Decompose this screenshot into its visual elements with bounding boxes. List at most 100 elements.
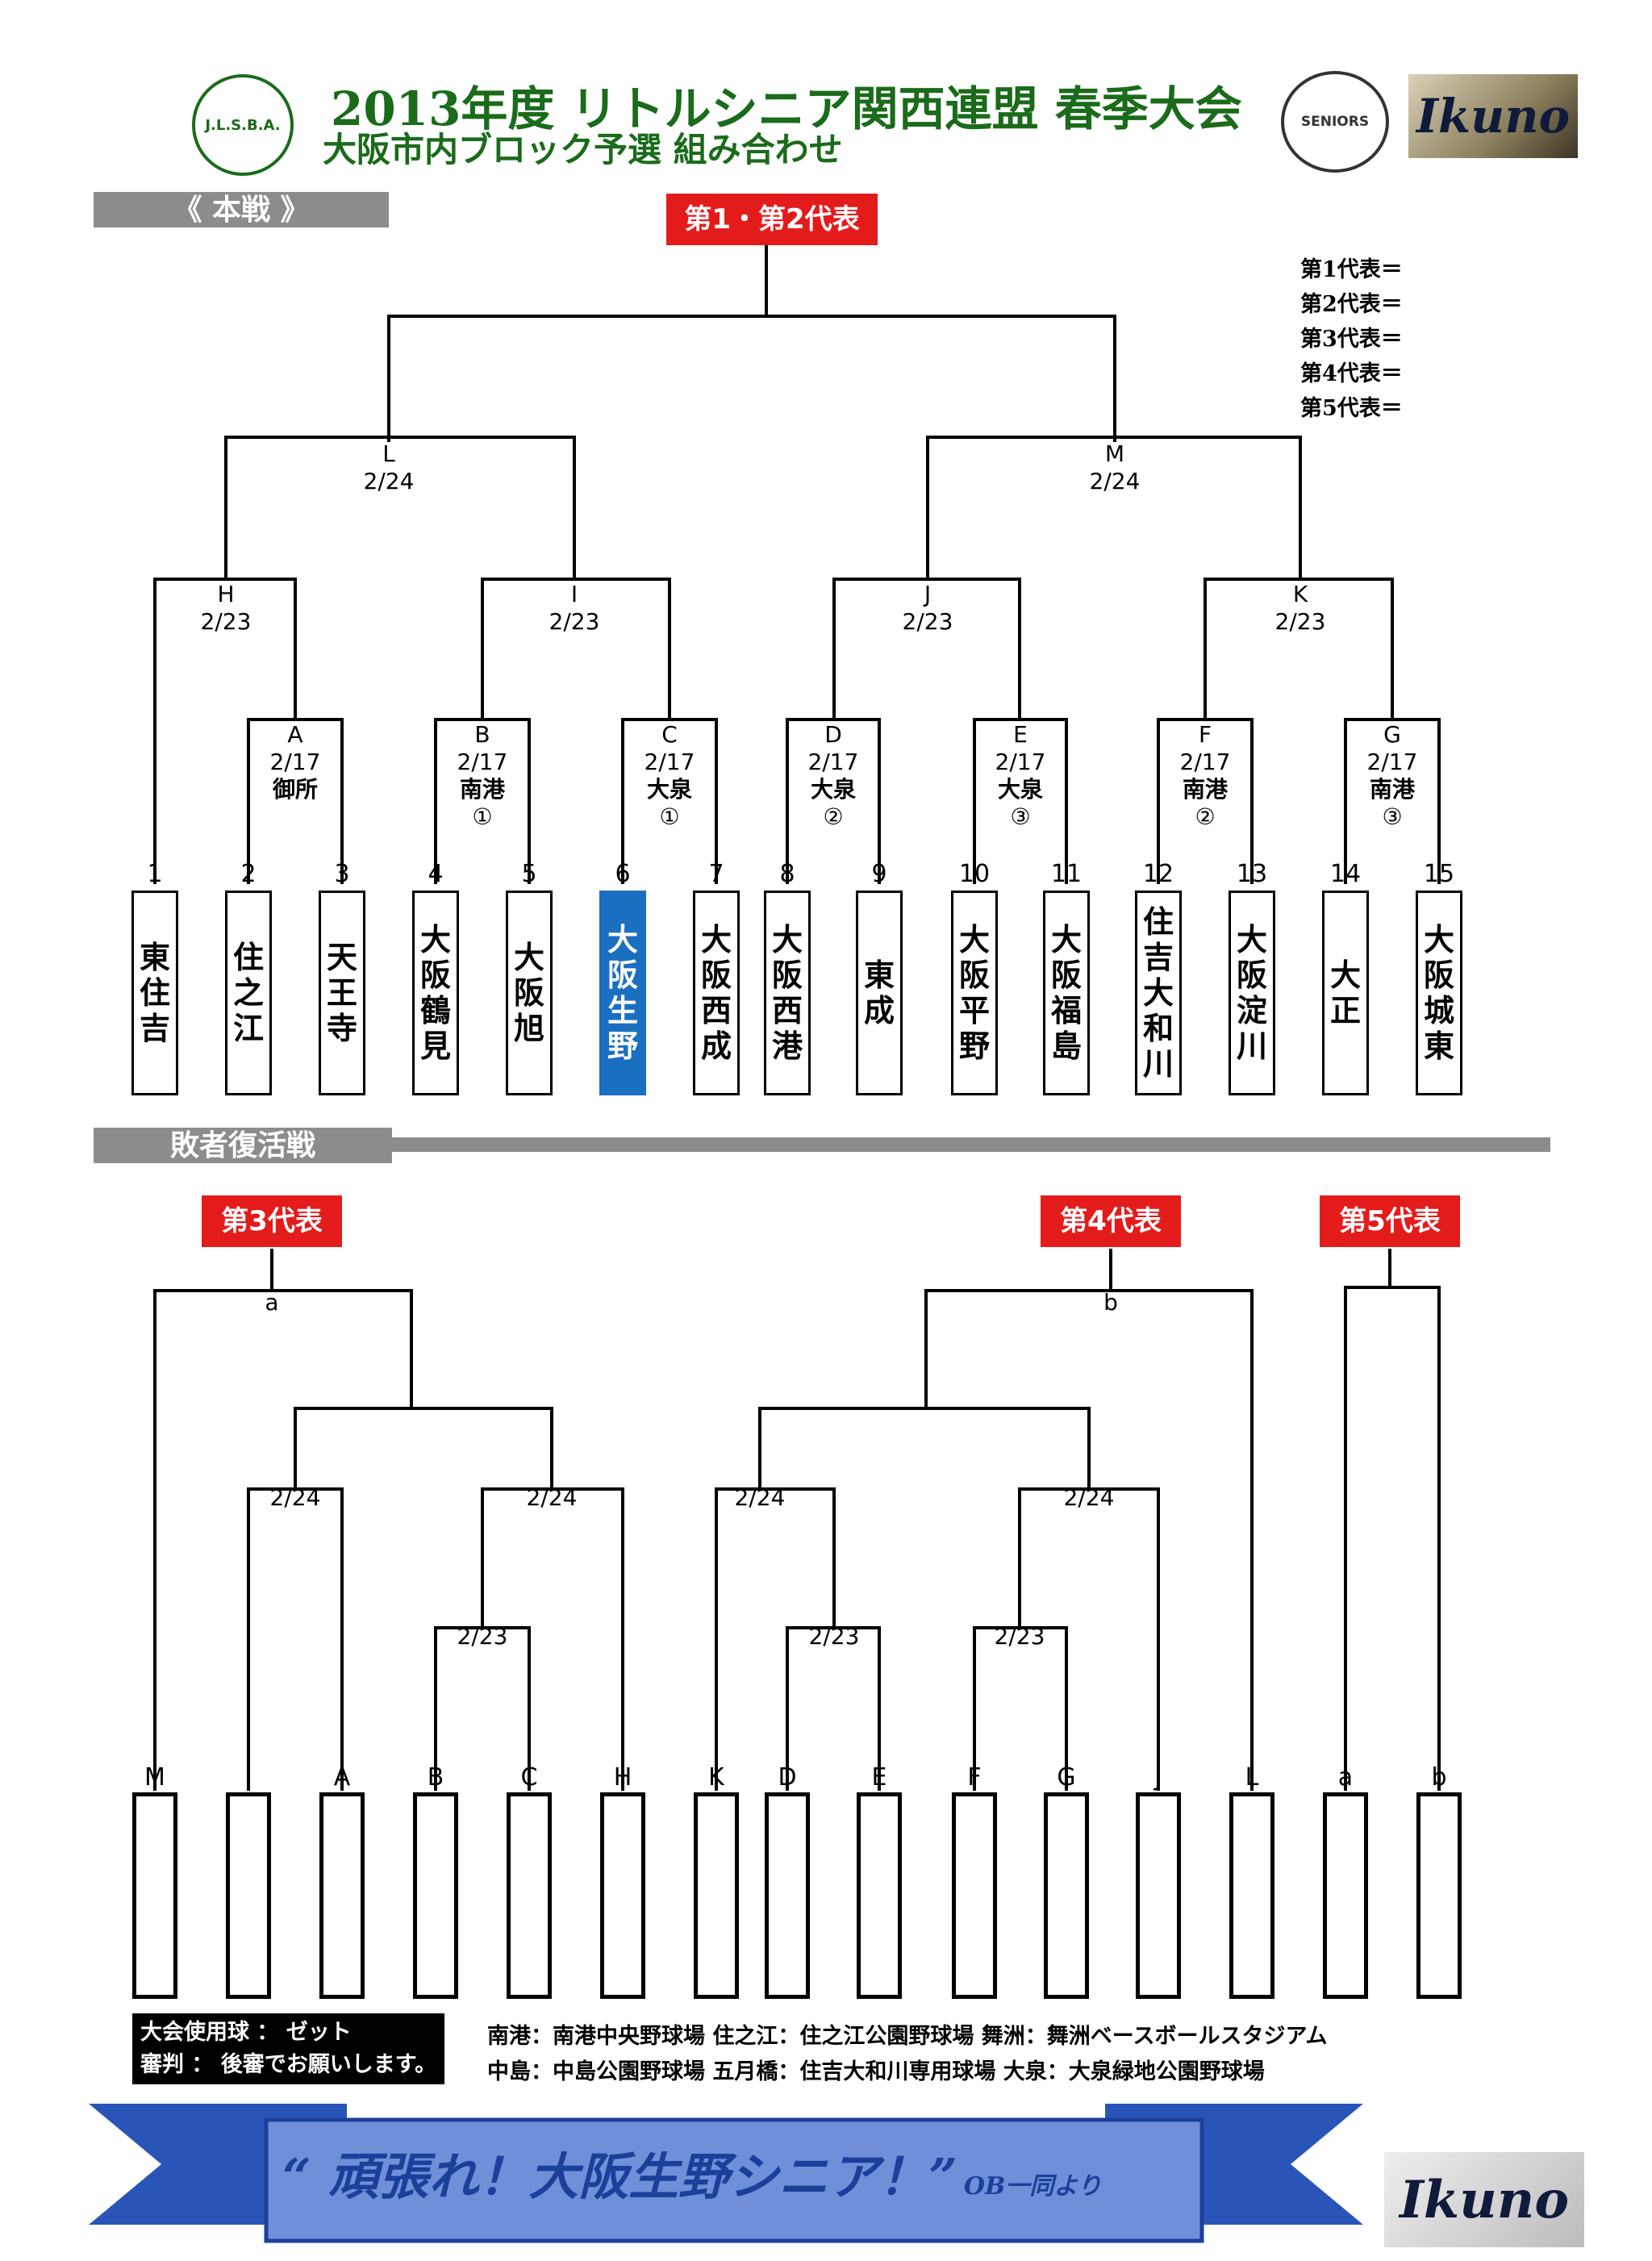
team-number: 4: [428, 860, 444, 888]
team-name-char: 阪: [513, 974, 544, 1011]
team-box-14: 大正: [1322, 891, 1369, 1095]
page-title: 2013年度 リトルシニア関西連盟 春季大会: [331, 81, 1242, 136]
team-number: 5: [521, 860, 537, 888]
quarter-j-bracket: [832, 578, 1021, 720]
ribbon-banner: [89, 2104, 1363, 2243]
team-number: 6: [615, 860, 631, 888]
slot-box-5: [507, 1792, 552, 1999]
final-bracket: [387, 315, 1116, 442]
slot-label: a: [1337, 1763, 1354, 1792]
logo-left-text: J.L.S.B.A.: [205, 116, 281, 134]
team-name-char: 鶴: [419, 992, 451, 1028]
quarter-date: 2/23: [200, 608, 252, 635]
rep-b-semi-bracket: [758, 1407, 1091, 1489]
team-number: 3: [334, 860, 350, 888]
slot-box-1: [132, 1792, 177, 1999]
team-name-char: 淀: [1236, 992, 1267, 1028]
team-name-char: 成: [863, 992, 895, 1028]
team-name-char: 阪: [1236, 957, 1267, 993]
slot-box-14: [1323, 1792, 1368, 1999]
quarter-date: 2/23: [549, 608, 600, 635]
rep-final-label-a: a: [265, 1289, 279, 1316]
third-representative-box: 第3代表: [202, 1195, 342, 1247]
slot-label: E: [871, 1763, 887, 1792]
first-round-date: 2/17: [269, 749, 321, 775]
team-name-char: 阪: [771, 957, 803, 993]
quarter-date: 2/23: [1274, 608, 1326, 635]
first-round-date: 2/17: [644, 749, 695, 775]
rep-ia-bracket: [247, 1487, 344, 1791]
slot-box-13: [1229, 1792, 1274, 1999]
quarter-id: H: [217, 581, 235, 607]
team-name-char: 阪: [1050, 957, 1082, 993]
team-name-char: 阪: [1423, 957, 1454, 993]
rep-kde-bracket: [715, 1487, 836, 1791]
team-name-char: 和: [1142, 1010, 1174, 1046]
rep-fgj-bracket: [1018, 1487, 1160, 1791]
team-name-char: 大: [1236, 921, 1267, 957]
team-number: 12: [1142, 860, 1174, 888]
ikuno-logo-bottom: Ikuno: [1384, 2152, 1584, 2247]
rep-round1-date: 2/23: [457, 1623, 508, 1650]
team-name-char: 住: [139, 974, 170, 1011]
legend-line: 第2代表＝: [1300, 292, 1403, 317]
team-name-char: 大: [700, 921, 732, 957]
team-box-4: 大阪鶴見: [412, 891, 459, 1095]
first-round-f-bracket: [1157, 718, 1254, 884]
rep-a-semi-bracket: [294, 1407, 553, 1489]
venue-list-2: 中島：中島公園野球場 五月橋：住吉大和川専用球場 大泉：大泉緑地公園野球場: [487, 2059, 1265, 2084]
team-number: 13: [1236, 860, 1268, 888]
rep-round1-date: 2/23: [994, 1623, 1045, 1650]
team-box-15: 大阪城東: [1416, 891, 1462, 1095]
first-round-id: G: [1383, 721, 1401, 748]
slot-box-10: [952, 1792, 997, 1999]
rep-round2-date: 2/24: [526, 1484, 578, 1511]
page-subtitle: 大阪市内ブロック予選 組み合わせ: [323, 130, 843, 169]
team-box-10: 大阪平野: [951, 891, 998, 1095]
team-box-7: 大阪西成: [693, 891, 740, 1095]
team-name-char: 大: [607, 921, 638, 957]
rep-de-bracket: [786, 1626, 881, 1791]
rep-bc-bracket: [434, 1626, 531, 1791]
umpire-info: 審判 ： 後審でお願いします。: [140, 2052, 437, 2077]
first-round-b-bracket: [434, 718, 531, 884]
team-name-char: 川: [1236, 1028, 1267, 1064]
venue-list-1: 南港：南港中央野球場 住之江：住之江公園野球場 舞洲：舞洲ベースボールスタジアム: [487, 2024, 1328, 2049]
quarter-id: J: [924, 581, 932, 607]
team-box-2: 住之江: [225, 891, 272, 1095]
team-name-char: 大: [1329, 957, 1361, 993]
first-round-mark: ①: [472, 803, 493, 830]
first-round-venue: 南港: [459, 776, 505, 803]
team-name-char: 生: [607, 992, 638, 1028]
team-name-char: 大: [958, 921, 990, 957]
banner-sub-text: OB一同より: [963, 2172, 1102, 2201]
top-representative-box: 第1・第2代表: [666, 194, 878, 245]
first-round-id: D: [824, 721, 842, 748]
slot-label: A: [333, 1763, 351, 1792]
team-number: 11: [1050, 860, 1083, 888]
team-number: 1: [147, 860, 163, 888]
slot-label: I: [244, 1763, 252, 1792]
team-name-char: 大: [771, 921, 803, 957]
slot-label: C: [520, 1763, 538, 1792]
semi-id: L: [382, 440, 395, 467]
first-round-date: 2/17: [807, 749, 859, 775]
team-name-char: 東: [863, 957, 895, 993]
team-name-char: 寺: [326, 1010, 357, 1046]
team-name-char: 天: [326, 939, 357, 975]
team-name-char: 大: [1423, 921, 1454, 957]
semi-id: M: [1104, 440, 1125, 467]
rep-b-bracket: [924, 1289, 1254, 1791]
quarter-id: I: [570, 581, 578, 607]
team-number: 10: [958, 860, 991, 888]
team-name-char: 住: [1142, 903, 1174, 940]
rep-round2-date: 2/24: [734, 1484, 786, 1511]
first-round-mark: ③: [1382, 803, 1403, 830]
team-box-5: 大阪旭: [506, 891, 553, 1095]
team-name-char: 江: [232, 1010, 264, 1046]
semi-date: 2/24: [363, 468, 415, 494]
first-round-c-bracket: [621, 718, 718, 884]
quarter-date: 2/23: [902, 608, 953, 635]
slot-box-9: [857, 1792, 902, 1999]
team-name-char: 之: [232, 974, 264, 1011]
